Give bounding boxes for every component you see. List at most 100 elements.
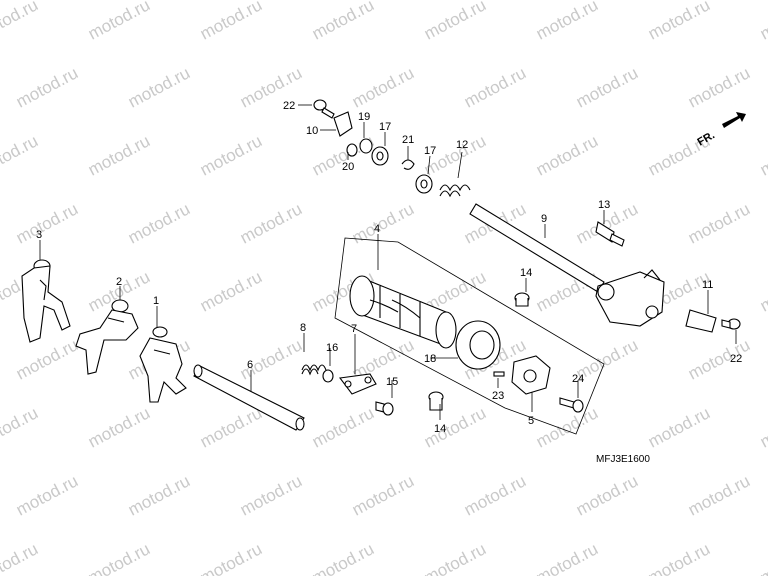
- watermark-text: motod.ru: [685, 471, 753, 519]
- pin-23: [493, 371, 505, 377]
- watermark-text: motod.ru: [0, 0, 41, 44]
- shift-fork-1: [139, 326, 187, 403]
- watermark-text: motod.ru: [197, 539, 265, 576]
- spring-8: [301, 364, 327, 376]
- assembly-outline: [334, 237, 605, 435]
- callout-5: 5: [528, 415, 534, 427]
- front-marker: FR.: [696, 112, 746, 149]
- watermark-text: motod.ru: [85, 0, 153, 44]
- watermark-text: motod.ru: [685, 199, 753, 247]
- watermark-text: motod.ru: [125, 63, 193, 111]
- callout-16: 16: [326, 342, 338, 354]
- watermark-text: motod.ru: [197, 0, 265, 44]
- watermark-text: motod.ru: [757, 403, 768, 451]
- bolt-22-top: [313, 99, 335, 119]
- callout-6: 6: [247, 359, 253, 371]
- callout-3: 3: [36, 229, 42, 241]
- callout-23: 23: [492, 390, 504, 402]
- callout-2: 2: [116, 276, 122, 288]
- watermark-text: motod.ru: [237, 471, 305, 519]
- callout-14-upper: 14: [520, 267, 532, 279]
- callout-21: 21: [402, 134, 414, 146]
- watermark-text: motod.ru: [125, 471, 193, 519]
- watermark-text: motod.ru: [645, 0, 713, 44]
- watermark-text: motod.ru: [685, 335, 753, 383]
- callout-17-mid: 17: [424, 145, 436, 157]
- callout-1: 1: [153, 295, 159, 307]
- watermark-text: motod.ru: [13, 471, 81, 519]
- watermark-text: motod.ru: [645, 403, 713, 451]
- watermark-text: motod.ru: [0, 539, 41, 576]
- watermark-text: motod.ru: [309, 539, 377, 576]
- bolt-14-lower: [428, 391, 444, 411]
- bolt-15: [375, 401, 394, 416]
- watermark-text: motod.ru: [349, 471, 417, 519]
- watermark-text: motod.ru: [533, 0, 601, 44]
- roller-19: [359, 138, 373, 154]
- spring-12: [439, 184, 471, 198]
- gearshift-spindle-9: [469, 203, 665, 327]
- clip-21: [401, 159, 415, 170]
- bolt-24: [559, 397, 584, 413]
- watermark-text: motod.ru: [13, 199, 81, 247]
- watermark-text: motod.ru: [757, 131, 768, 179]
- watermark-text: motod.ru: [533, 539, 601, 576]
- watermark-text: motod.ru: [757, 539, 768, 576]
- watermark-text: motod.ru: [85, 131, 153, 179]
- watermark-text: motod.ru: [349, 63, 417, 111]
- callout-14-lower: 14: [434, 423, 446, 435]
- front-arrow-icon: [722, 112, 746, 128]
- watermark-text: motod.ru: [309, 403, 377, 451]
- callout-22-right: 22: [730, 353, 742, 365]
- callout-9: 9: [541, 213, 547, 225]
- collar-20: [346, 143, 358, 157]
- callout-13: 13: [598, 199, 610, 211]
- watermark-text: motod.ru: [573, 63, 641, 111]
- watermark-text: motod.ru: [757, 267, 768, 315]
- watermark-text: motod.ru: [125, 199, 193, 247]
- callout-15: 15: [386, 376, 398, 388]
- shift-fork-3: [21, 259, 71, 343]
- watermark-text: motod.ru: [85, 403, 153, 451]
- front-label: FR.: [696, 129, 717, 148]
- bolt-14-upper: [514, 292, 530, 307]
- callout-22-top: 22: [283, 100, 295, 112]
- watermark-text: motod.ru: [461, 63, 529, 111]
- callout-8: 8: [300, 322, 306, 334]
- watermark-text: motod.ru: [349, 199, 417, 247]
- watermark-text: motod.ru: [757, 0, 768, 44]
- stopper-arm-7: [338, 373, 377, 395]
- watermark-text: motod.ru: [533, 403, 601, 451]
- watermark-text: motod.ru: [573, 471, 641, 519]
- watermark-text: motod.ru: [533, 131, 601, 179]
- watermark-text: motod.ru: [309, 0, 377, 44]
- watermark-text: motod.ru: [197, 131, 265, 179]
- watermark-text: motod.ru: [421, 0, 489, 44]
- callout-4: 4: [374, 223, 380, 235]
- watermark-text: motod.ru: [13, 335, 81, 383]
- callout-10: 10: [306, 125, 318, 137]
- watermark-text: motod.ru: [461, 471, 529, 519]
- shift-drum-4: [349, 275, 457, 349]
- watermark-text: motod.ru: [13, 63, 81, 111]
- callout-labels: 3 2 1 4 6 8 7 15 16 14 18 23 5 24 14 9 1…: [36, 100, 742, 435]
- washer-17-mid: [415, 174, 433, 194]
- shift-fork-2: [75, 299, 139, 375]
- callout-17-top: 17: [379, 121, 391, 133]
- watermark-text: motod.ru: [421, 539, 489, 576]
- watermark-text: motod.ru: [237, 199, 305, 247]
- diagram-code: MFJ3E1600: [596, 454, 650, 465]
- drum-center-5: [511, 355, 551, 395]
- callout-19: 19: [358, 111, 370, 123]
- callout-18: 18: [424, 353, 436, 365]
- bearing-18: [455, 320, 501, 370]
- fork-shaft-6: [193, 364, 305, 431]
- watermark-text: motod.ru: [85, 539, 153, 576]
- washer-17-top: [371, 146, 389, 166]
- callout-11: 11: [702, 279, 713, 291]
- bolt-22-right: [721, 318, 741, 330]
- leader-lines: [39, 104, 737, 420]
- watermark-text: motod.ru: [685, 63, 753, 111]
- watermark-text: motod.ru: [0, 403, 41, 451]
